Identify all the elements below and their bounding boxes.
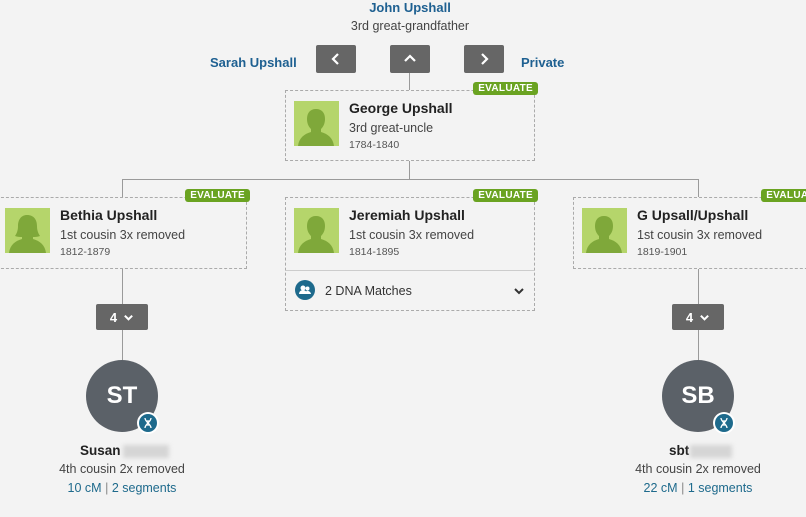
person-avatar-icon	[582, 208, 627, 253]
connector-right-child	[698, 179, 699, 197]
evaluate-badge[interactable]: EVALUATE	[761, 189, 806, 202]
person-avatar-icon	[294, 101, 339, 146]
person-name[interactable]: George Upshall	[349, 100, 453, 116]
person-card-focus[interactable]: EVALUATE George Upshall 3rd great-uncle …	[285, 82, 538, 161]
redacted-surname	[690, 444, 733, 458]
person-name[interactable]: Jeremiah Upshall	[349, 207, 465, 223]
evaluate-badge[interactable]: EVALUATE	[473, 82, 538, 95]
ancestor-relation: 3rd great-grandfather	[350, 19, 470, 33]
chevron-down-icon	[514, 288, 524, 295]
person-card-child[interactable]: EVALUATE G Upsall/Upshall 1st cousin 3x …	[573, 189, 806, 269]
connector-horizontal	[122, 179, 699, 180]
connector-focus-children	[409, 161, 410, 180]
generation-count: 4	[685, 309, 694, 325]
person-name[interactable]: G Upsall/Upshall	[637, 207, 749, 223]
person-avatar-icon	[294, 208, 339, 253]
person-relation: 1st cousin 3x removed	[637, 228, 763, 242]
chevron-right-icon	[481, 53, 489, 65]
person-dates: 1814-1895	[349, 246, 400, 258]
dna-test-icon	[713, 412, 735, 434]
match-name[interactable]: Susan	[80, 443, 169, 458]
chevron-down-icon	[700, 314, 709, 321]
match-avatar[interactable]: ST	[86, 360, 158, 432]
person-card-child[interactable]: EVALUATE Jeremiah Upshall 1st cousin 3x …	[285, 189, 538, 311]
previous-button[interactable]	[316, 45, 356, 73]
next-button[interactable]	[464, 45, 504, 73]
person-dates: 1812-1879	[60, 246, 111, 258]
chevron-up-icon	[404, 54, 416, 62]
person-relation: 1st cousin 3x removed	[349, 228, 475, 242]
match-shared-dna[interactable]: 10 cM | 2 segments	[67, 481, 177, 495]
generation-count-button[interactable]: 4	[96, 304, 148, 330]
evaluate-badge[interactable]: EVALUATE	[185, 189, 250, 202]
dna-test-icon	[137, 412, 159, 434]
chevron-down-icon	[124, 314, 133, 321]
generation-count: 4	[109, 309, 118, 325]
dna-people-icon	[295, 280, 315, 300]
person-name[interactable]: Bethia Upshall	[60, 207, 158, 223]
match-shared-dna[interactable]: 22 cM | 1 segments	[643, 481, 753, 495]
sibling-link-right[interactable]: Private	[521, 55, 565, 70]
ancestor-name-link[interactable]: John Upshall	[369, 0, 451, 15]
person-relation: 1st cousin 3x removed	[60, 228, 186, 242]
sibling-link-left[interactable]: Sarah Upshall	[210, 55, 297, 70]
dna-matches-label: 2 DNA Matches	[325, 284, 412, 298]
dna-matches-row[interactable]: 2 DNA Matches	[286, 270, 534, 311]
person-card-child[interactable]: EVALUATE Bethia Upshall 1st cousin 3x re…	[0, 189, 250, 269]
chevron-left-icon	[331, 53, 339, 65]
match-relation: 4th cousin 2x removed	[635, 462, 761, 476]
connector-focus-down	[409, 73, 410, 90]
redacted-surname	[122, 444, 169, 458]
person-dates: 1819-1901	[637, 246, 688, 258]
match-name[interactable]: sbt	[669, 443, 733, 458]
generation-count-button[interactable]: 4	[672, 304, 724, 330]
evaluate-badge[interactable]: EVALUATE	[473, 189, 538, 202]
up-button[interactable]	[390, 45, 430, 73]
connector-left-child	[122, 179, 123, 197]
person-dates: 1784-1840	[349, 139, 400, 151]
person-avatar-female-icon	[5, 208, 50, 253]
match-relation: 4th cousin 2x removed	[59, 462, 185, 476]
person-relation: 3rd great-uncle	[349, 121, 434, 135]
